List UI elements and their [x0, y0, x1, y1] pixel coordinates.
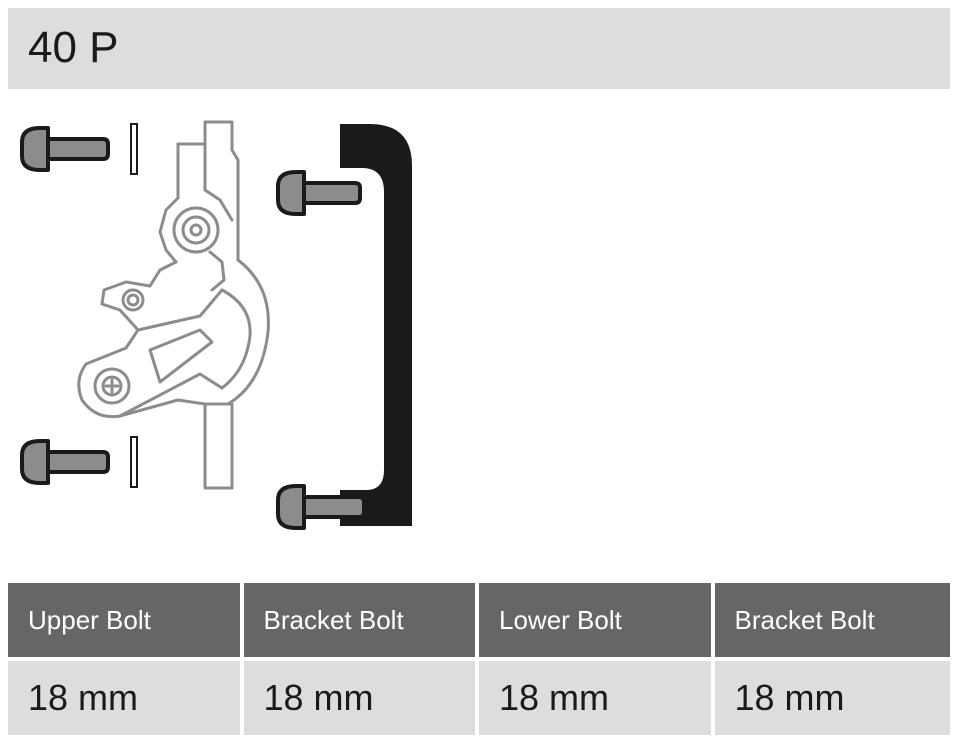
upper-bracket-bolt-icon — [276, 170, 362, 216]
bracket-bolt-value: 18 mm — [714, 661, 950, 735]
caliper-icon — [77, 120, 270, 490]
bracket-bolt-value: 18 mm — [243, 661, 479, 735]
upper-bolt-value: 18 mm — [8, 661, 244, 735]
upper-bolt-header: Upper Bolt — [8, 583, 244, 661]
page-title: 40 P — [28, 23, 119, 72]
lower-washer-icon — [130, 436, 138, 488]
table-header-row: Upper Bolt Bracket Bolt Lower Bolt Brack… — [8, 583, 950, 661]
table-row: 18 mm 18 mm 18 mm 18 mm — [8, 661, 950, 735]
lower-bolt-header: Lower Bolt — [479, 583, 715, 661]
bracket-icon — [340, 124, 412, 526]
title-bar: 40 P — [8, 8, 950, 89]
bolt-diagram — [20, 120, 412, 530]
lower-bracket-bolt-icon — [276, 484, 366, 530]
bracket-bolt-header: Bracket Bolt — [714, 583, 950, 661]
lower-bolt-icon — [20, 439, 110, 485]
upper-washer-icon — [130, 123, 138, 175]
bolt-length-table: Upper Bolt Bracket Bolt Lower Bolt Brack… — [8, 583, 950, 735]
lower-bolt-value: 18 mm — [479, 661, 715, 735]
bracket-bolt-header: Bracket Bolt — [243, 583, 479, 661]
upper-bolt-icon — [20, 126, 110, 172]
